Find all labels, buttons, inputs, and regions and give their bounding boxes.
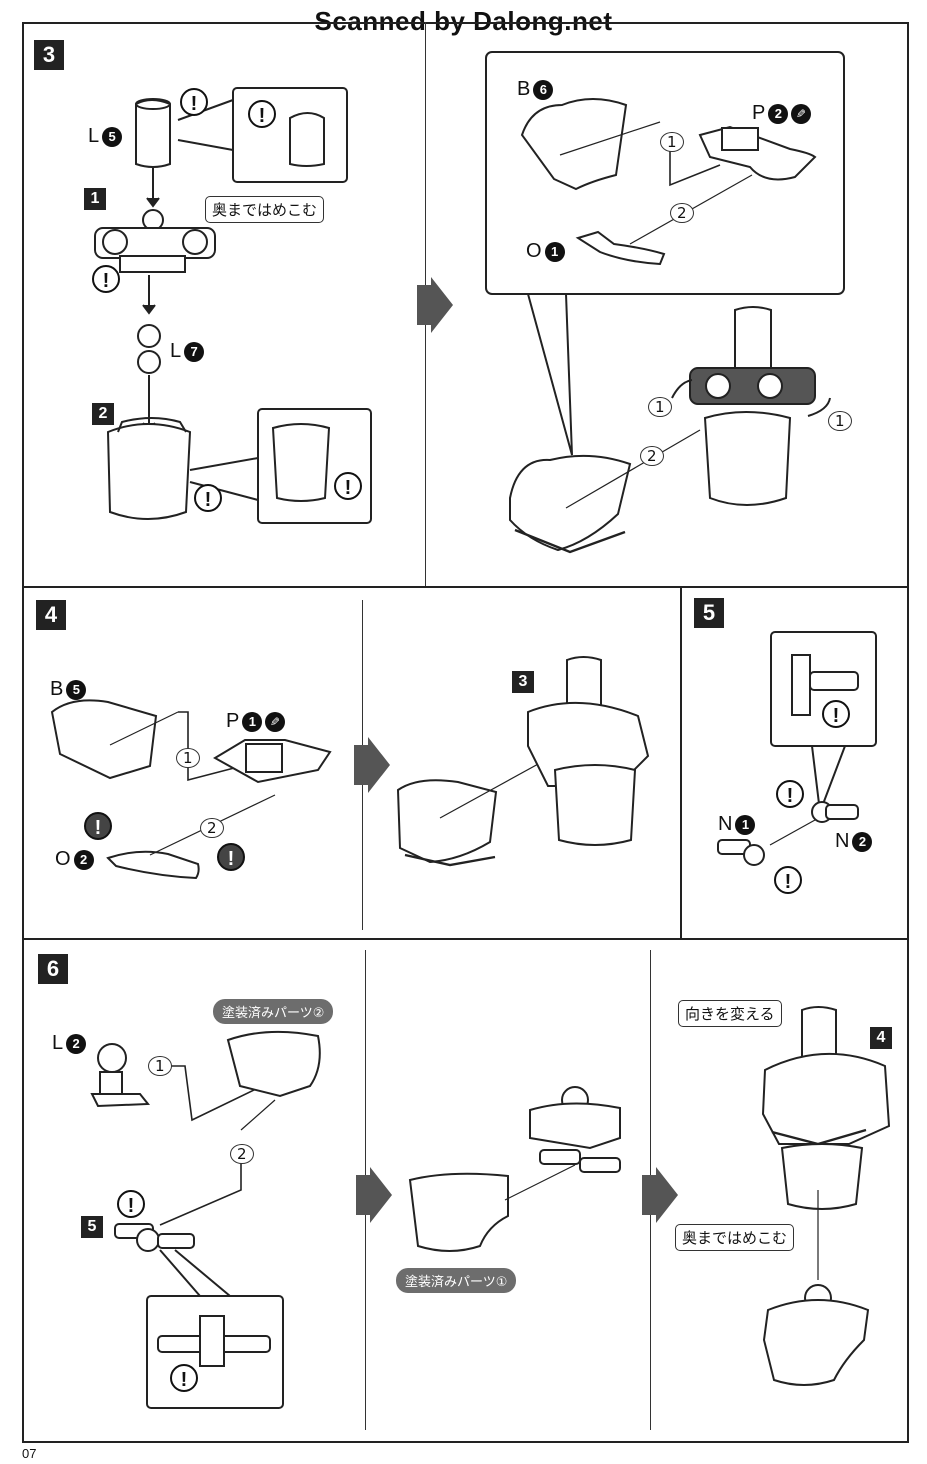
order-marker: 1: [828, 411, 852, 431]
substep-1-number: 1: [84, 188, 106, 210]
substep-2-number: 2: [92, 403, 114, 425]
ref-step-4: 4: [870, 1027, 892, 1049]
caution-icon: !: [217, 843, 245, 871]
order-marker: 2: [200, 818, 224, 838]
caution-icon: !: [194, 484, 222, 512]
step-5-number: 5: [694, 598, 724, 628]
caution-icon: !: [776, 780, 804, 808]
scan-watermark: Scanned by Dalong.net: [314, 6, 613, 36]
order-marker: 2: [640, 446, 664, 466]
step-6-panel: [22, 938, 909, 1443]
order-marker: 1: [660, 132, 684, 152]
caution-icon: !: [822, 700, 850, 728]
caution-icon: !: [248, 100, 276, 128]
painted-parts-1-badge: 塗装済みパーツ①: [396, 1268, 517, 1293]
step-6-number: 6: [38, 954, 68, 984]
note-insert-fully: 奥まではめこむ: [205, 196, 325, 223]
order-marker: 2: [230, 1144, 254, 1164]
caution-icon: !: [180, 88, 208, 116]
step-4-number: 4: [36, 600, 66, 630]
caution-icon: !: [117, 1190, 145, 1218]
order-marker: 1: [176, 748, 200, 768]
lead-pencil-icon: ✎: [791, 103, 812, 124]
caution-icon: !: [92, 265, 120, 293]
step-3-number: 3: [34, 40, 64, 70]
page-number: 07: [22, 1446, 37, 1461]
order-marker: 1: [648, 397, 672, 417]
ref-step-3: 3: [512, 671, 534, 693]
lead-pencil-icon: ✎: [265, 711, 286, 732]
order-marker: 1: [148, 1056, 172, 1076]
note-change-direction: 向きを変える: [678, 1000, 782, 1027]
caution-icon: !: [84, 812, 112, 840]
painted-parts-2-badge: 塗装済みパーツ②: [213, 999, 334, 1024]
caution-icon: !: [170, 1364, 198, 1392]
order-marker: 2: [670, 203, 694, 223]
note-insert-fully: 奥まではめこむ: [675, 1224, 795, 1251]
ref-step-5: 5: [81, 1216, 103, 1238]
caution-icon: !: [774, 866, 802, 894]
caution-icon: !: [334, 472, 362, 500]
